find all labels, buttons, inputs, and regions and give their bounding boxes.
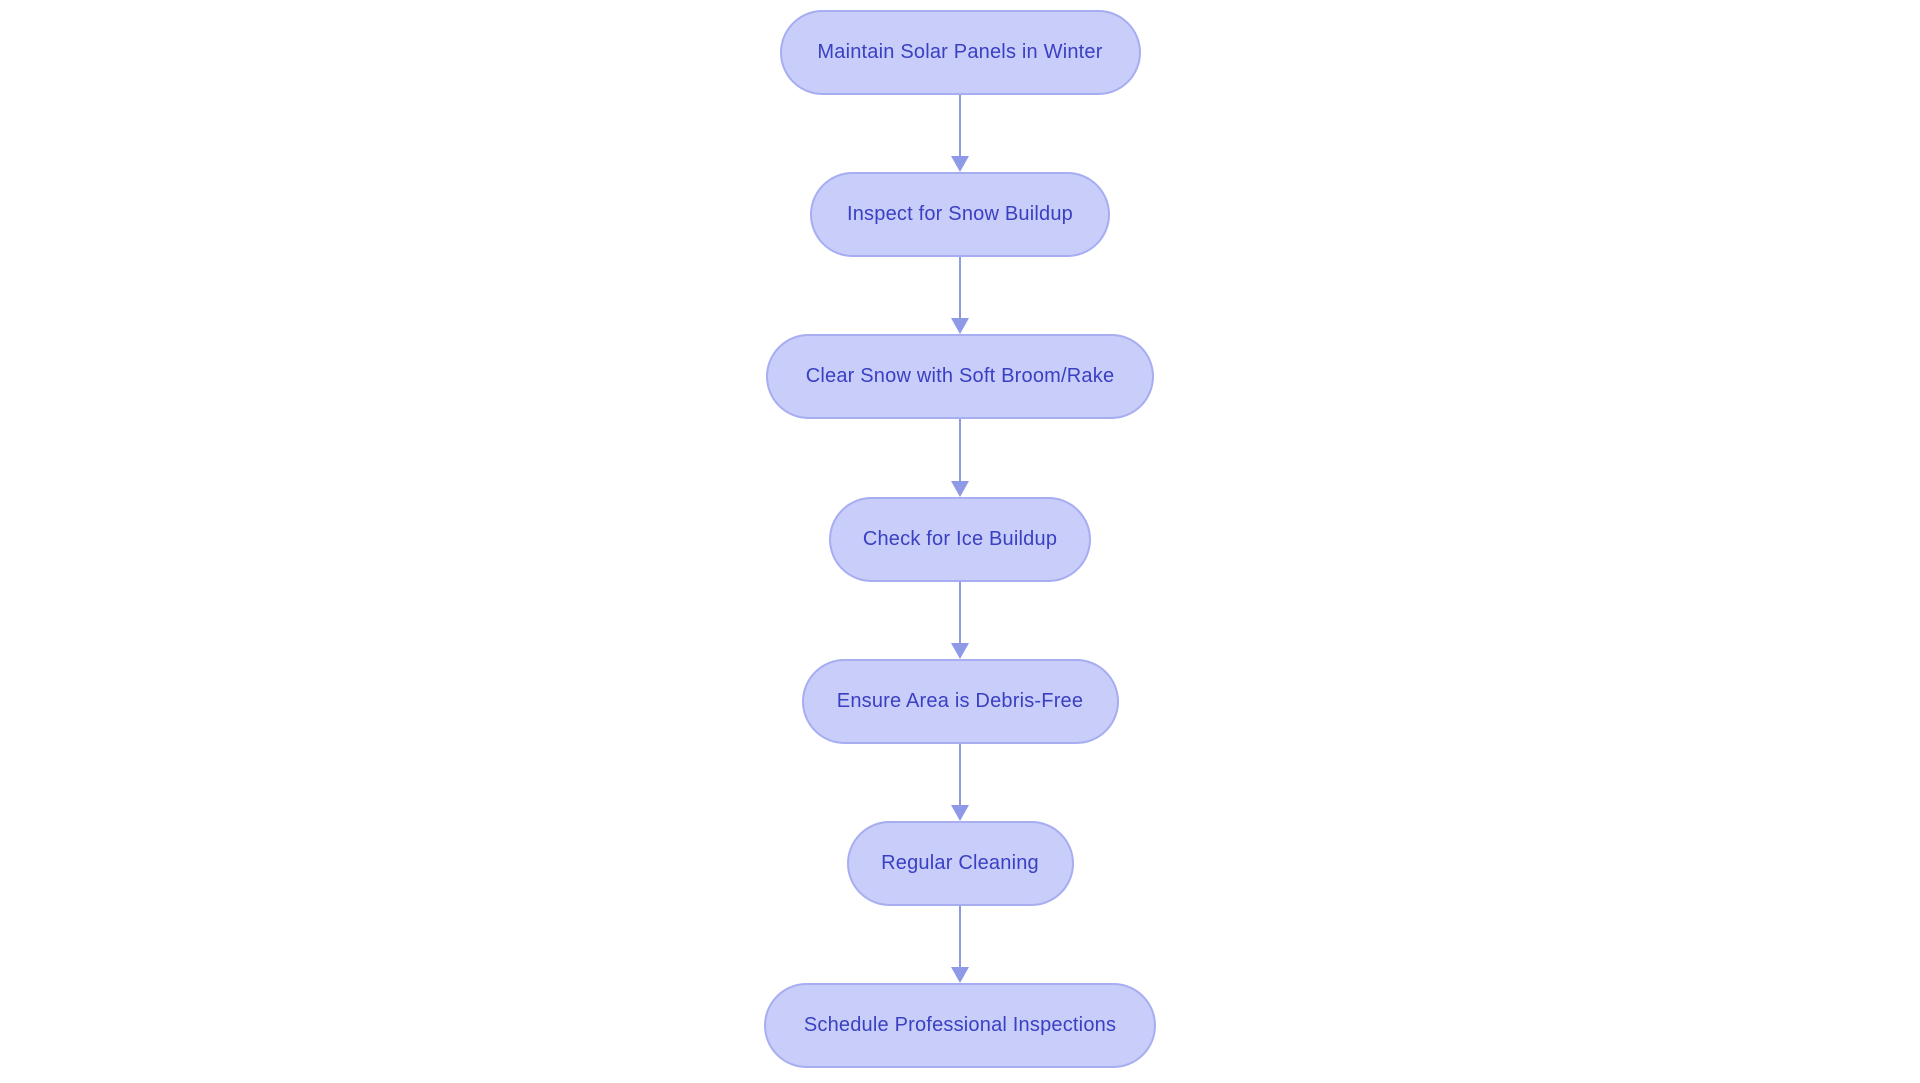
node-label: Ensure Area is Debris-Free [836,690,1084,712]
arrow-head-icon [951,967,969,983]
arrow-stem [958,257,962,318]
flow-arrow [951,95,969,172]
node-label: Inspect for Snow Buildup [846,203,1074,225]
arrow-head-icon [951,318,969,334]
flow-node: Clear Snow with Soft Broom/Rake [766,334,1154,419]
flow-arrow [951,419,969,497]
flow-node: Ensure Area is Debris-Free [801,659,1119,744]
arrow-stem [958,744,962,805]
arrow-head-icon [951,156,969,172]
flow-node: Inspect for Snow Buildup [810,172,1110,257]
flow-arrow [951,744,969,821]
arrow-head-icon [951,805,969,821]
flow-arrow [951,906,969,983]
node-label: Schedule Professional Inspections [803,1014,1117,1036]
arrow-stem [958,95,962,156]
arrow-stem [958,906,962,967]
node-label: Regular Cleaning [881,852,1039,874]
node-label: Maintain Solar Panels in Winter [817,41,1103,63]
flow-node: Regular Cleaning [846,821,1074,906]
arrow-stem [958,419,962,481]
flow-arrow [951,582,969,659]
arrow-stem [958,582,962,643]
node-label: Check for Ice Buildup [862,528,1058,550]
flow-arrow [951,257,969,334]
flow-node: Schedule Professional Inspections [764,983,1156,1068]
arrow-head-icon [951,481,969,497]
flow-node: Maintain Solar Panels in Winter [779,10,1141,95]
arrow-head-icon [951,643,969,659]
node-label: Clear Snow with Soft Broom/Rake [805,365,1115,387]
flow-node: Check for Ice Buildup [829,497,1091,582]
